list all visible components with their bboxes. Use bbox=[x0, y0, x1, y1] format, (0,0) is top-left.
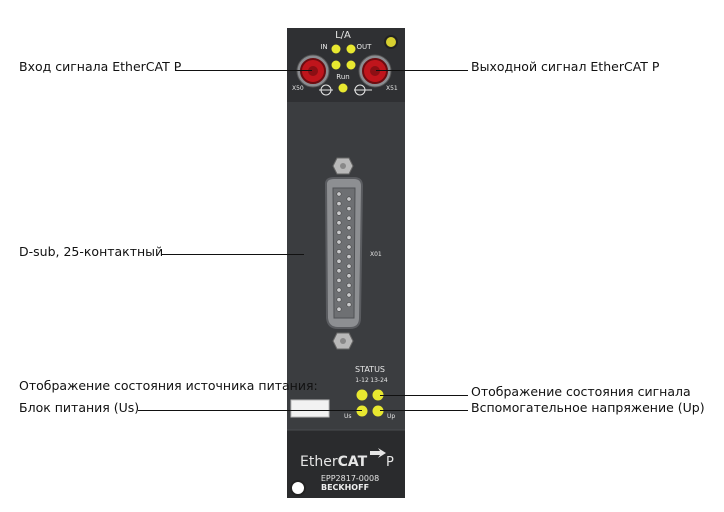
dsub-pin bbox=[336, 297, 342, 303]
run-label: Run bbox=[336, 73, 349, 81]
dsub-pin bbox=[336, 277, 342, 283]
dsub-pin bbox=[346, 196, 352, 202]
out-label: OUT bbox=[357, 43, 373, 51]
dsub-pin bbox=[336, 229, 342, 235]
dsub-pin bbox=[346, 302, 352, 308]
dsub-pin bbox=[336, 201, 342, 207]
brand-p: P bbox=[386, 455, 394, 470]
led-run-left bbox=[331, 60, 341, 70]
led-status-13-24 bbox=[372, 389, 384, 401]
leader-signal-status bbox=[380, 395, 468, 396]
callout-power-supply: Блок питания (Us) bbox=[19, 400, 140, 415]
dsub-pin bbox=[336, 249, 342, 255]
dsub-pin bbox=[336, 287, 342, 293]
callout-power-status-heading: Отображение состояния источника питания: bbox=[19, 378, 318, 393]
up-label: Up bbox=[387, 413, 395, 420]
dsub-pin bbox=[336, 191, 342, 197]
mounting-hole-top bbox=[384, 35, 398, 49]
leader-aux-voltage bbox=[380, 410, 468, 411]
leader-power-supply bbox=[138, 410, 362, 411]
callout-aux-voltage: Вспомогательное напряжение (Up) bbox=[471, 400, 705, 415]
dsub-pin bbox=[346, 254, 352, 260]
dsub-pin bbox=[346, 282, 352, 288]
dsub-pin bbox=[346, 215, 352, 221]
dsub-pin bbox=[346, 244, 352, 250]
dsub-pin bbox=[336, 306, 342, 312]
brand-plate bbox=[287, 430, 405, 498]
label-plate bbox=[290, 399, 330, 418]
dsub-pin bbox=[346, 234, 352, 240]
model-number: EPP2817-0008 bbox=[321, 474, 379, 483]
led-run bbox=[338, 83, 348, 93]
led-us bbox=[356, 405, 368, 417]
range-1-12-label: 1-12 bbox=[355, 377, 369, 384]
x51-label: X51 bbox=[386, 85, 398, 92]
brand-arrow-icon bbox=[370, 448, 386, 458]
dsub-pin bbox=[346, 225, 352, 231]
led-la-out bbox=[346, 44, 356, 54]
maker-logo-text: BECKHOFF bbox=[321, 483, 369, 492]
la-label: L/A bbox=[335, 30, 351, 41]
dsub-pins bbox=[336, 191, 352, 312]
x50-label: X50 bbox=[292, 85, 304, 92]
x01-label: X01 bbox=[370, 251, 382, 258]
leader-ethercat-out bbox=[376, 70, 468, 71]
callout-ethercat-in: Вход сигнала EtherCAT P bbox=[19, 59, 182, 74]
dsub-pin bbox=[336, 258, 342, 264]
callout-signal-status: Отображение состояния сигнала bbox=[471, 384, 691, 399]
led-status-1-12 bbox=[356, 389, 368, 401]
dsub-pin bbox=[336, 239, 342, 245]
mounting-hole-bottom bbox=[290, 480, 306, 496]
dsub-pin bbox=[346, 273, 352, 279]
us-label: Us bbox=[344, 413, 352, 420]
dsub-pin bbox=[336, 220, 342, 226]
callout-dsub: D-sub, 25-контактный bbox=[19, 244, 164, 259]
status-label: STATUS bbox=[355, 365, 385, 374]
led-la-in bbox=[331, 44, 341, 54]
dsub-pin bbox=[336, 268, 342, 274]
dsub-pin bbox=[346, 206, 352, 212]
range-13-24-label: 13-24 bbox=[370, 377, 388, 384]
callout-ethercat-out: Выходной сигнал EtherCAT P bbox=[471, 59, 660, 74]
leader-dsub bbox=[162, 254, 304, 255]
brand-ether: EtherCAT bbox=[300, 454, 368, 470]
dsub-pin bbox=[346, 292, 352, 298]
dsub-pin bbox=[336, 210, 342, 216]
leader-ethercat-in bbox=[175, 70, 312, 71]
in-label: IN bbox=[320, 43, 327, 51]
led-up bbox=[372, 405, 384, 417]
led-run-right bbox=[346, 60, 356, 70]
dsub-pin bbox=[346, 263, 352, 269]
